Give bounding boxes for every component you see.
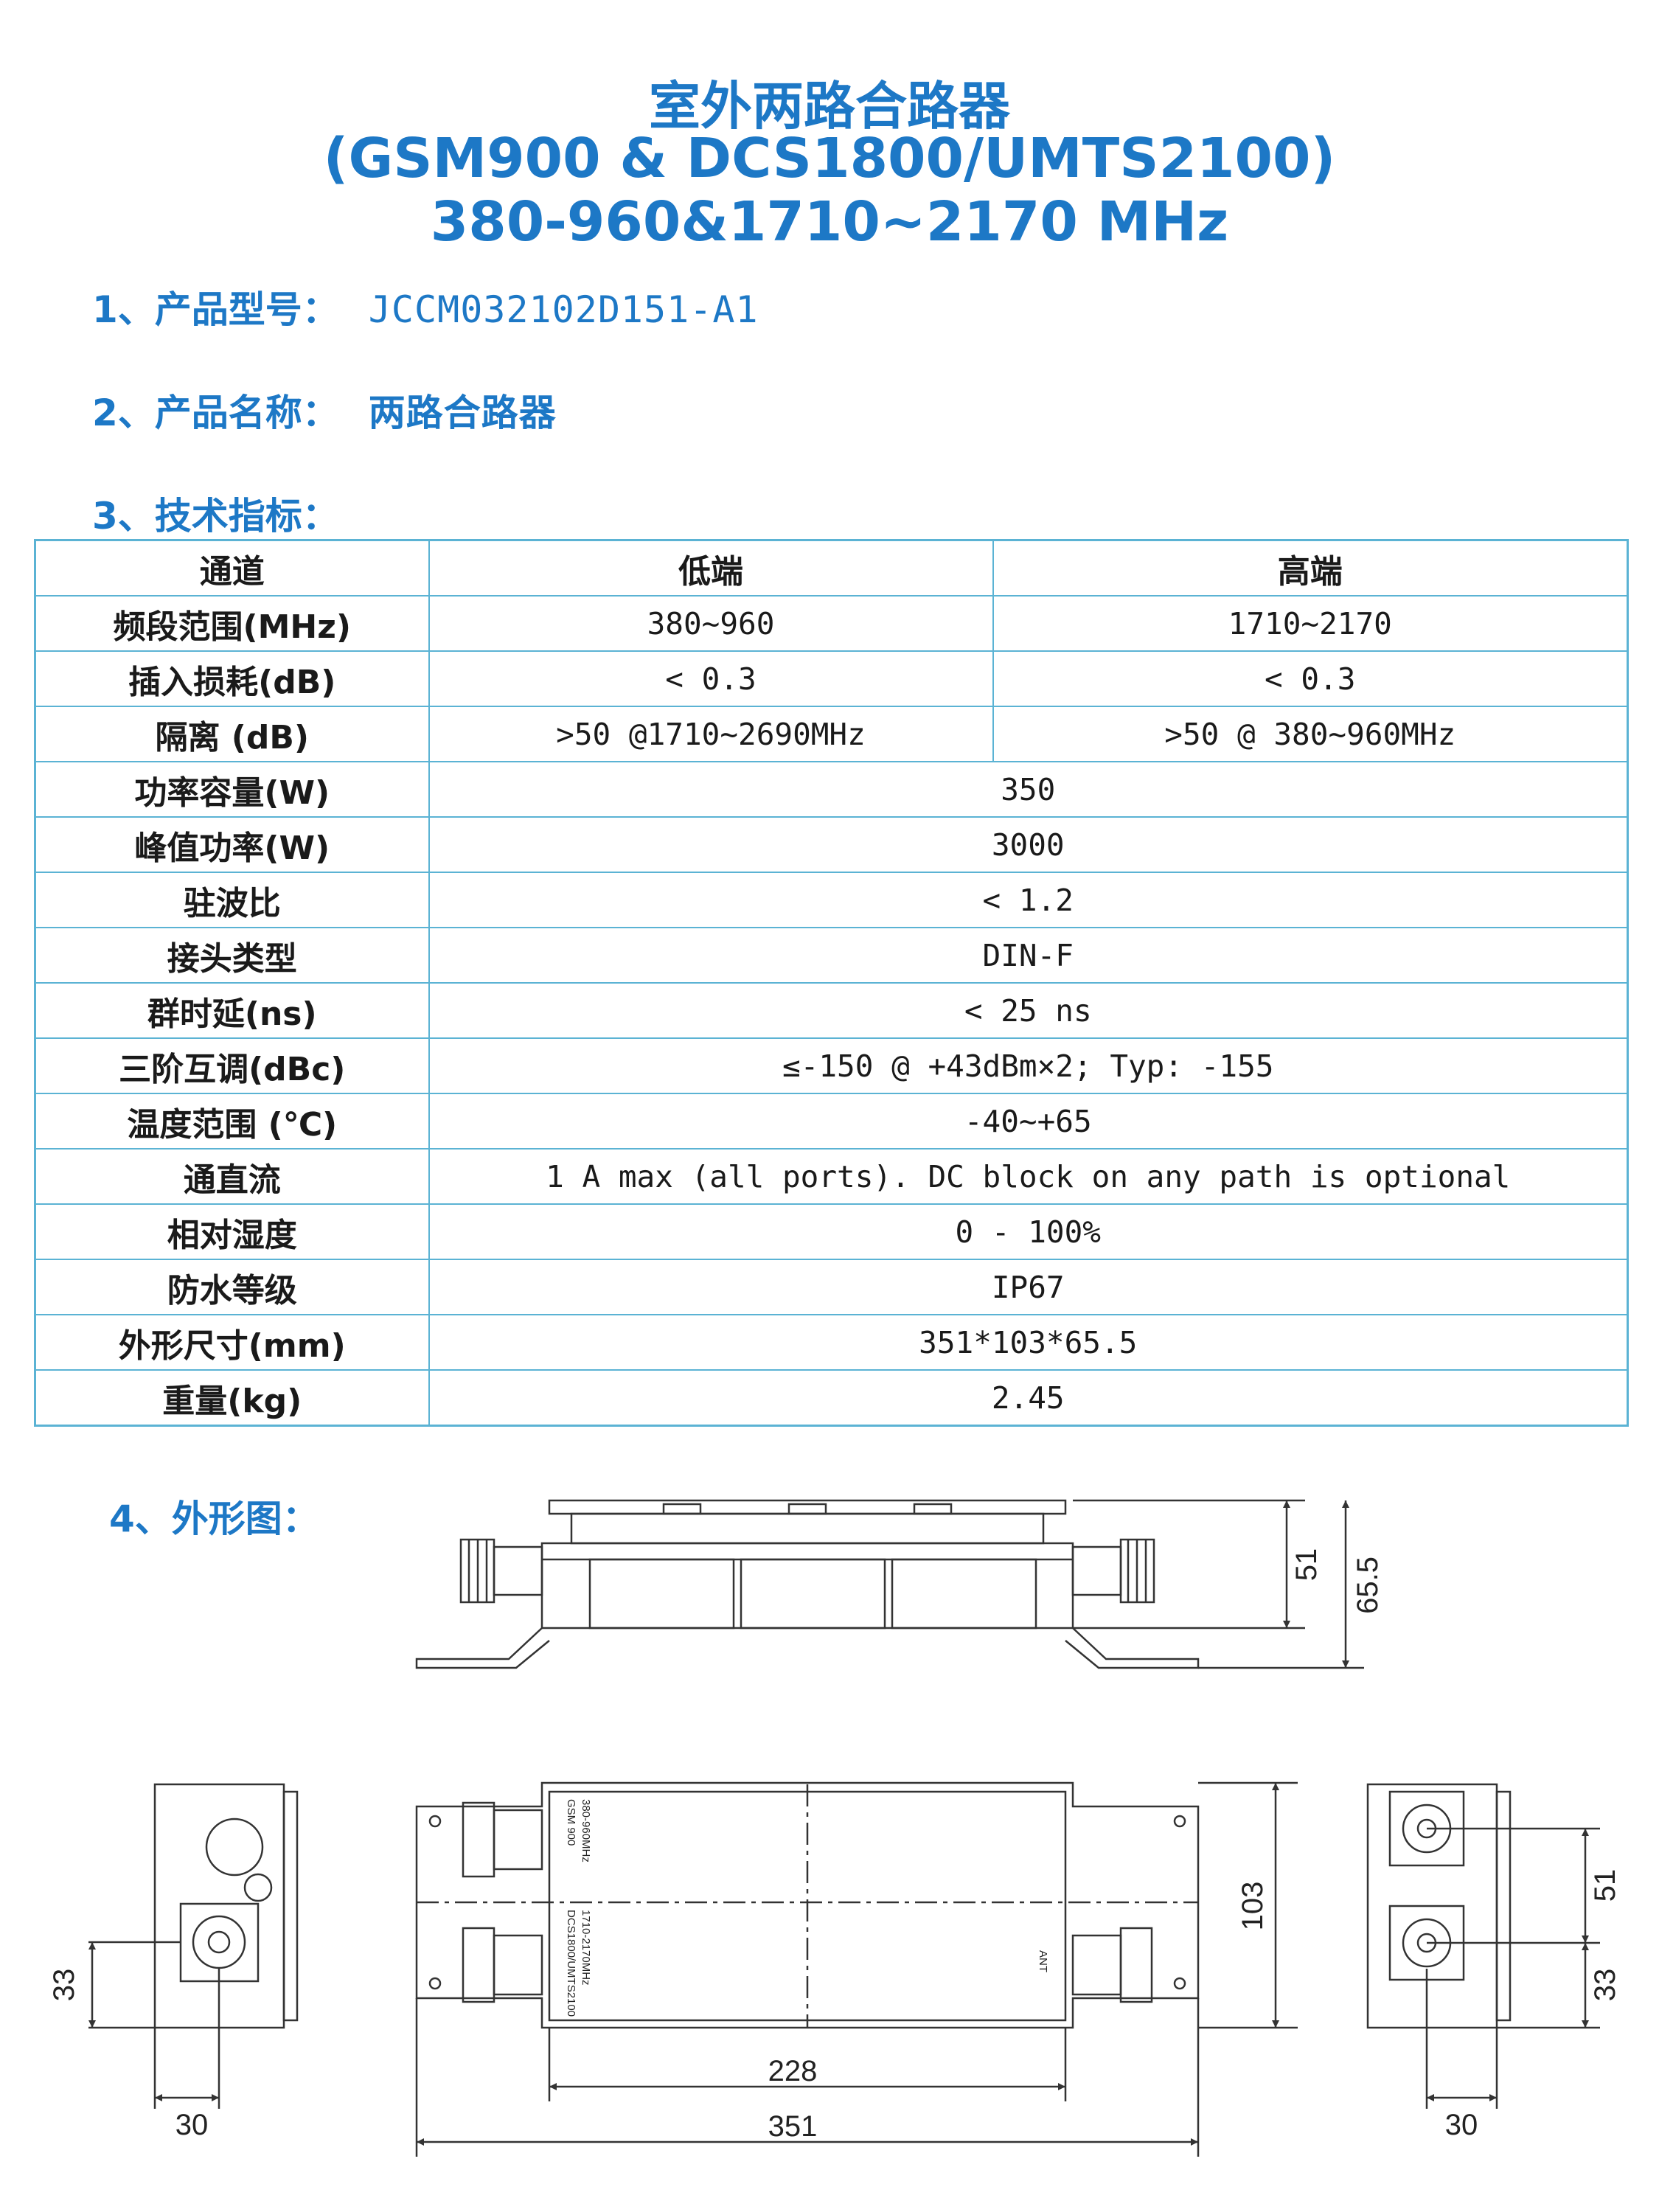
row-label: 三阶互调(dBc) <box>34 1037 430 1094</box>
row-value: < 1.2 <box>428 872 1629 928</box>
dim-left-33: 33 <box>48 1969 80 2002</box>
title-line-2: (GSM900 & DCS1800/UMTS2100) <box>323 127 1336 190</box>
row-high-value: 1710~2170 <box>992 595 1629 652</box>
spec-row: 隔离 (dB) >50 @1710~2690MHz >50 @ 380~960M… <box>34 706 1629 762</box>
row-value: 2.45 <box>428 1369 1629 1427</box>
label-ant: ANT <box>1037 1950 1049 1972</box>
spec-row: 驻波比< 1.2 <box>34 872 1629 928</box>
row-value: 0 - 100% <box>428 1203 1629 1260</box>
dim-top-103: 103 <box>1237 1882 1269 1931</box>
spec-row: 插入损耗(dB) < 0.3 < 0.3 <box>34 650 1629 707</box>
dim-left-30: 30 <box>175 2109 209 2141</box>
spec-header-row: 通道 低端 高端 <box>34 539 1629 597</box>
spec-row: 温度范围 (℃)-40~+65 <box>34 1093 1629 1150</box>
label-gsm900: GSM 900 <box>565 1799 577 1846</box>
row-label: 峰值功率(W) <box>34 816 430 873</box>
row-value: < 25 ns <box>428 982 1629 1039</box>
dim-top-228: 228 <box>768 2055 818 2087</box>
header-channel: 通道 <box>34 539 430 597</box>
spec-row: 重量(kg)2.45 <box>34 1369 1629 1427</box>
label-dcs-umts: DCS1800/UMTS2100 <box>565 1910 577 2017</box>
row-label: 接头类型 <box>34 927 430 984</box>
row-value: 351*103*65.5 <box>428 1314 1629 1371</box>
row-label: 温度范围 (℃) <box>34 1093 430 1150</box>
spec-row: 峰值功率(W)3000 <box>34 816 1629 873</box>
row-high-value: >50 @ 380~960MHz <box>992 706 1629 762</box>
row-value: 350 <box>428 761 1629 818</box>
row-low-value: >50 @1710~2690MHz <box>428 706 994 762</box>
spec-row: 频段范围(MHz) 380~960 1710~2170 <box>34 595 1629 652</box>
spec-table: 通道 低端 高端 频段范围(MHz) 380~960 1710~2170 插入损… <box>34 539 1629 1427</box>
spec-row: 外形尺寸(mm)351*103*65.5 <box>34 1314 1629 1371</box>
right-end-view <box>1366 1783 1600 2109</box>
dim-right-51: 51 <box>1589 1869 1621 1902</box>
row-high-value: < 0.3 <box>992 650 1629 707</box>
left-end-view <box>88 1783 299 2109</box>
row-label: 外形尺寸(mm) <box>34 1314 430 1371</box>
title-line-3: 380-960&1710~2170 MHz <box>430 190 1229 254</box>
row-label: 功率容量(W) <box>34 761 430 818</box>
dim-side-65-5: 65.5 <box>1352 1557 1384 1614</box>
header-high: 高端 <box>992 539 1629 597</box>
row-value: 1 A max (all ports). DC block on any pat… <box>428 1148 1629 1205</box>
dim-right-33: 33 <box>1589 1969 1621 2002</box>
row-value: 3000 <box>428 816 1629 873</box>
row-label: 重量(kg) <box>34 1369 430 1427</box>
section-outline-heading: 4、外形图： <box>109 1498 319 1540</box>
row-label: 频段范围(MHz) <box>34 595 430 652</box>
row-label: 通直流 <box>34 1148 430 1205</box>
row-value: ≤-150 @ +43dBm×2; Typ: -155 <box>428 1037 1629 1094</box>
dim-side-51: 51 <box>1290 1548 1323 1582</box>
row-value: IP67 <box>428 1259 1629 1315</box>
row-label: 驻波比 <box>34 872 430 928</box>
spec-row: 三阶互调(dBc)≤-150 @ +43dBm×2; Typ: -155 <box>34 1037 1629 1094</box>
dim-top-351: 351 <box>768 2110 818 2143</box>
row-value: DIN-F <box>428 927 1629 984</box>
product-name-value: 两路合路器 <box>368 392 557 434</box>
section-specs-heading: 3、技术指标： <box>92 495 339 538</box>
row-label: 群时延(ns) <box>34 982 430 1039</box>
section-product-name: 2、产品名称： 两路合路器 <box>92 383 557 437</box>
label-gsm-band: 380-960MHz <box>580 1799 592 1863</box>
product-name-label: 2、产品名称： <box>92 392 339 434</box>
section-model: 1、产品型号： JCCM032102D151-A1 <box>92 280 759 333</box>
model-label: 1、产品型号： <box>92 288 339 331</box>
header-low: 低端 <box>428 539 994 597</box>
title-line-1: 室外两路合路器 <box>649 76 1010 136</box>
side-view <box>415 1499 1364 1669</box>
row-value: -40~+65 <box>428 1093 1629 1150</box>
row-label: 插入损耗(dB) <box>34 650 430 707</box>
row-label: 相对湿度 <box>34 1203 430 1260</box>
spec-row: 功率容量(W)350 <box>34 761 1629 818</box>
model-value: JCCM032102D151-A1 <box>368 288 759 331</box>
row-label: 隔离 (dB) <box>34 706 430 762</box>
row-label: 防水等级 <box>34 1259 430 1315</box>
dim-right-30: 30 <box>1445 2109 1478 2141</box>
row-low-value: 380~960 <box>428 595 994 652</box>
top-view <box>415 1781 1298 2157</box>
row-low-value: < 0.3 <box>428 650 994 707</box>
spec-row: 群时延(ns)< 25 ns <box>34 982 1629 1039</box>
label-dcs-band: 1710-2170MHz <box>580 1910 592 1986</box>
